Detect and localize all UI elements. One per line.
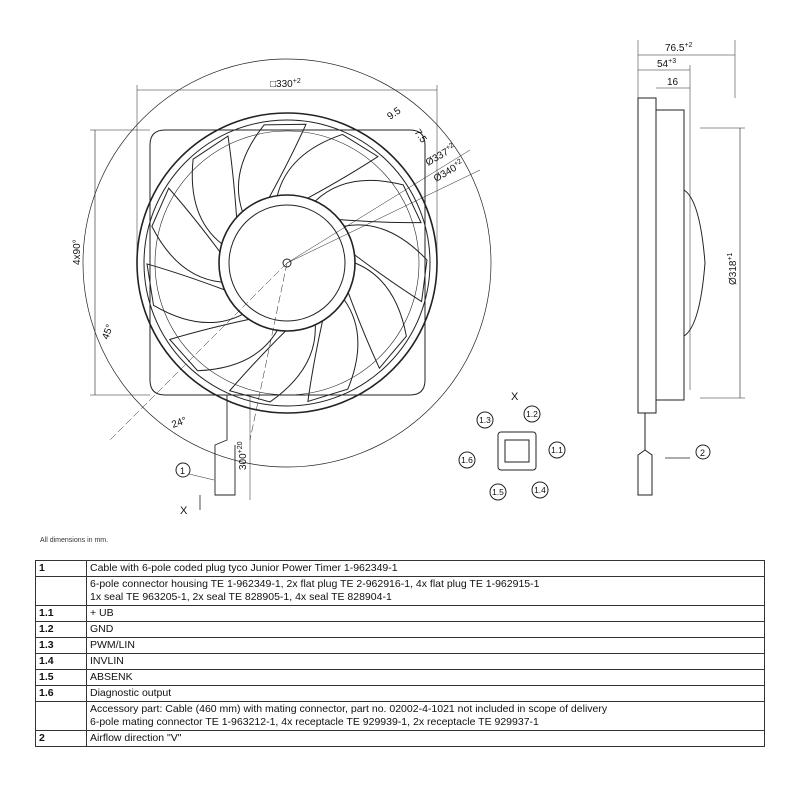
- row-key: [35, 701, 87, 731]
- dim-16: 16: [667, 77, 679, 88]
- description-line: + UB: [90, 607, 114, 619]
- callout-1: 1: [180, 466, 185, 476]
- row-description: 6-pole connector housing TE 1-962349-1, …: [86, 576, 765, 606]
- dim-cable: 300+20: [237, 441, 249, 470]
- fan-blade: [314, 179, 422, 224]
- fan-blade: [344, 224, 428, 303]
- pin-1-3: 1.3: [479, 415, 491, 425]
- row-description: Airflow direction "V": [86, 730, 765, 747]
- pin-1-2: 1.2: [526, 409, 538, 419]
- row-key: 1: [35, 560, 87, 577]
- dim-24: 24°: [170, 415, 188, 431]
- pin-1-6: 1.6: [461, 455, 473, 465]
- row-key: 1.2: [35, 621, 87, 638]
- row-description: Cable with 6-pole coded plug tyco Junior…: [86, 560, 765, 577]
- row-description: INVLIN: [86, 653, 765, 670]
- description-line: ABSENK: [90, 671, 133, 683]
- description-line: 6-pole mating connector TE 1-963212-1, 4…: [90, 716, 539, 728]
- connector-view-x: X: [511, 391, 519, 403]
- description-line: Accessory part: Cable (460 mm) with mati…: [90, 703, 608, 715]
- pin-1-4: 1.4: [534, 485, 546, 495]
- fan-blade: [151, 187, 222, 283]
- side-view: [637, 40, 745, 496]
- callout-2: 2: [700, 448, 705, 458]
- row-description: + UB: [86, 605, 765, 622]
- description-line: 6-pole connector housing TE 1-962349-1, …: [90, 578, 540, 590]
- description-line: Airflow direction "V": [90, 732, 182, 744]
- fan-blade: [307, 299, 359, 403]
- description-line: GND: [90, 623, 114, 635]
- row-key: 1.5: [35, 669, 87, 686]
- dim-d318: Ø318+1: [727, 252, 739, 285]
- dim-45: 45°: [100, 323, 116, 341]
- fan-blade: [191, 135, 238, 245]
- dim-9-5: 9.5: [385, 105, 403, 122]
- dim-width: □330+2: [270, 78, 301, 90]
- technical-drawing: □330+2 9.5 7.5 Ø337+2 Ø340+2 4x90° 45° 2…: [72, 40, 745, 517]
- view-x-label: X: [180, 505, 188, 517]
- row-description: PWM/LIN: [86, 637, 765, 654]
- row-key: 1.1: [35, 605, 87, 622]
- dim-4x90: 4x90°: [72, 239, 83, 265]
- dim-depth: 76.5+2: [665, 42, 693, 54]
- description-line: 1x seal TE 963205-1, 2x seal TE 828905-1…: [90, 591, 392, 603]
- row-description: Diagnostic output: [86, 685, 765, 702]
- front-view: [82, 58, 492, 510]
- pin-1-5: 1.5: [492, 487, 504, 497]
- fan-blade: [276, 133, 379, 199]
- fan-blade: [237, 123, 307, 212]
- description-line: Cable with 6-pole coded plug tyco Junior…: [90, 562, 398, 574]
- description-line: INVLIN: [90, 655, 124, 667]
- dimensions-note: All dimensions in mm.: [40, 537, 109, 544]
- fan-blade: [228, 324, 316, 403]
- connector-view: [458, 405, 566, 501]
- row-description: ABSENK: [86, 669, 765, 686]
- description-line: Diagnostic output: [90, 687, 172, 699]
- dim-54: 54+3: [657, 58, 676, 70]
- pin-1-1: 1.1: [551, 445, 563, 455]
- row-key: 1.6: [35, 685, 87, 702]
- row-description: Accessory part: Cable (460 mm) with mati…: [86, 701, 765, 731]
- fan-blade: [168, 318, 278, 372]
- table-row: Accessory part: Cable (460 mm) with mati…: [35, 701, 765, 731]
- row-key: [35, 576, 87, 606]
- description-line: PWM/LIN: [90, 639, 135, 651]
- table-row: 1.1+ UB: [35, 605, 765, 622]
- table-row: 6-pole connector housing TE 1-962349-1, …: [35, 576, 765, 606]
- row-key: 1.4: [35, 653, 87, 670]
- fan-blade: [146, 263, 243, 324]
- row-description: GND: [86, 621, 765, 638]
- fan-blade: [347, 262, 407, 370]
- row-key: 1.3: [35, 637, 87, 654]
- row-key: 2: [35, 730, 87, 747]
